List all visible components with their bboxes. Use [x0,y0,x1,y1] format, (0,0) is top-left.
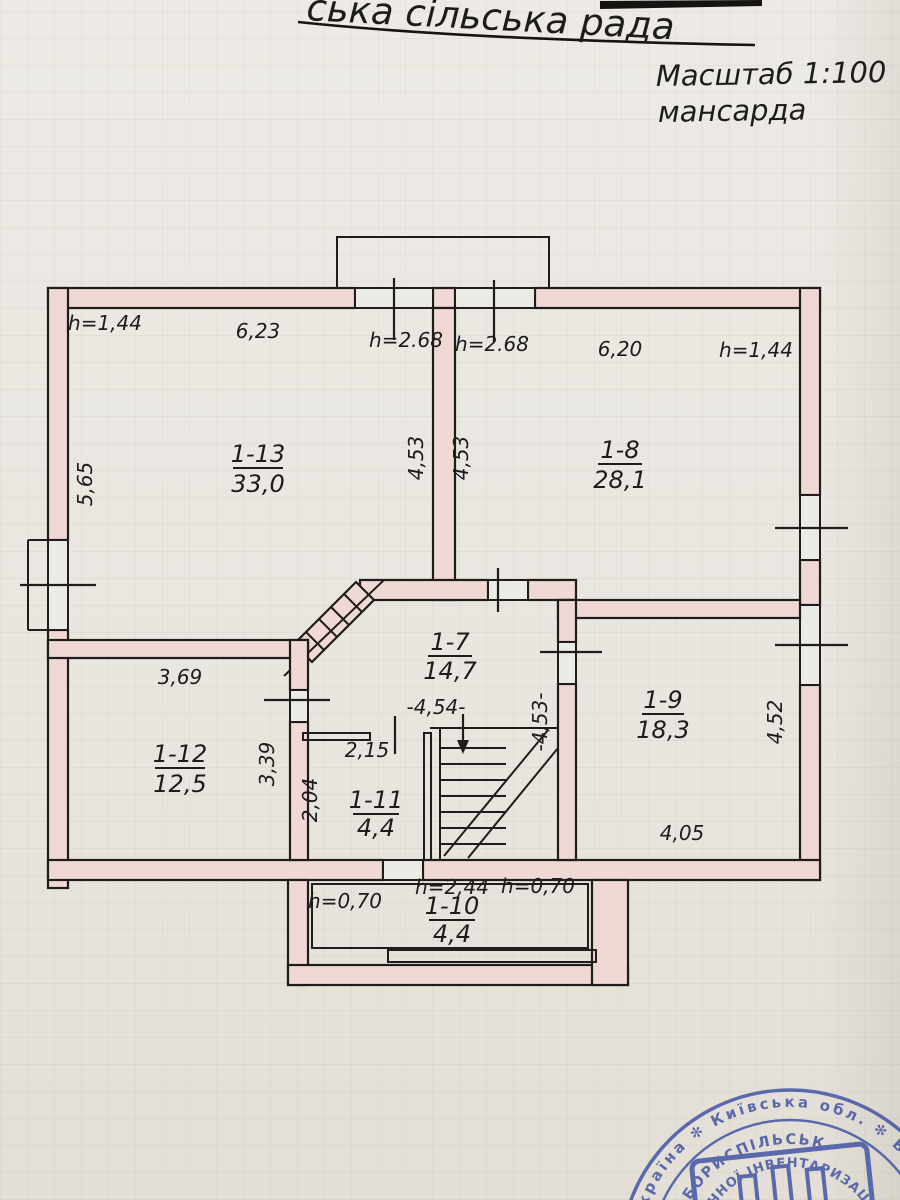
room-area: 33,0 [231,470,284,498]
stairs [430,714,559,860]
stair-arrow-head [457,740,469,754]
dim-label: -4,53- [528,693,552,752]
dim-label: h=0,70 [308,889,382,913]
room-id: 1-12 [153,740,207,768]
dim-label: h=2.68 [455,332,529,356]
wall-segment [798,286,822,497]
room-id: 1-13 [231,440,285,468]
balcony-wall [590,878,630,987]
room-area: 4,4 [433,920,471,948]
wall-segment [798,683,822,882]
room-area: 18,3 [636,716,689,744]
wall-segment [556,682,578,862]
title-underline-swoosh [297,20,756,47]
ticks [20,278,848,754]
dim-label: -4,54- [407,695,466,719]
room-id: 1-10 [425,892,479,920]
floor-plan: 1-13 33,0 1-8 28,1 1-7 14,7 1-9 18,3 1-1… [20,236,848,987]
floor-label: мансарда [658,92,807,129]
header: ська сільська рада Масштаб 1:100 мансард… [297,0,887,129]
balcony-step [387,949,597,963]
stamp-inner-circle [648,1118,900,1200]
wall-1-8-1-9 [556,598,802,620]
dim-label: h=0,70 [501,874,575,898]
door-to-balcony [382,859,424,881]
room-id: 1-11 [349,786,403,814]
scale-label: Масштаб 1:100 [656,55,887,93]
stair-diagonal [443,729,549,857]
wall-segment [533,286,822,310]
wall-1-13-1-12 [46,638,310,660]
room-id: 1-9 [643,686,682,714]
room-labels: 1-13 33,0 1-8 28,1 1-7 14,7 1-9 18,3 1-1… [153,436,690,948]
dim-label: h=2,44 [415,875,489,899]
stair-diagonal [467,747,559,859]
room-area: 14,7 [423,657,477,685]
room-id: 1-8 [600,436,639,464]
dim-label: 6,23 [236,319,281,343]
dim-label: h=1,44 [68,311,142,335]
dim-label: 3,39 [255,742,279,787]
wall-segment [46,286,70,542]
room-area: 4,4 [357,814,395,842]
interior-walls [46,306,802,862]
dimension-labels: h=1,44 6,23 h=2.68 h=2.68 6,20 h=1,44 5,… [68,311,793,913]
stamp-outer-circle [618,1088,900,1200]
dim-label: h=2.68 [369,328,443,352]
wall-segment [358,578,490,602]
door-1-7-1-9 [557,641,577,685]
room-1-10-box [311,883,589,949]
cropped-underline-bar [600,0,762,9]
dim-label: 4,52 [763,700,787,745]
page-title: ська сільська рада [306,0,676,48]
dim-label: 6,20 [598,337,643,361]
dim-label: 3,69 [158,665,203,689]
balcony-wall [286,963,630,987]
wall-segment [46,858,385,882]
room-area: 28,1 [593,466,646,494]
wall-segment [526,578,578,602]
door-1-8-1-7 [487,579,529,601]
dim-label: h=1,44 [719,338,793,362]
stamp-emblem-frame [689,1141,890,1200]
room-id: 1-7 [430,628,470,656]
wall-1-11-top [302,732,371,741]
door-1-12 [289,689,309,723]
wall-segment [798,558,822,607]
trident-emblem [736,1163,834,1200]
dim-label: 2,04 [298,778,322,823]
room-area: 12,5 [153,770,206,798]
wall-segment [46,628,70,890]
dim-label: 4,05 [660,821,705,845]
wall-segment [431,286,457,310]
official-stamp: СТВО ✻ Україна ✻ Київська обл. ✻ Бор РАЙ… [606,1078,900,1200]
dormer-outline [336,236,550,289]
dim-label: 4,53 [404,436,428,481]
dim-label: 2,15 [345,738,390,762]
wall-segment [556,598,578,644]
wall-segment [288,638,310,692]
dim-label: 4,53 [449,436,473,481]
dim-label: 5,65 [73,462,97,507]
wall-segment [46,286,357,310]
wall-1-11-right [423,732,432,861]
